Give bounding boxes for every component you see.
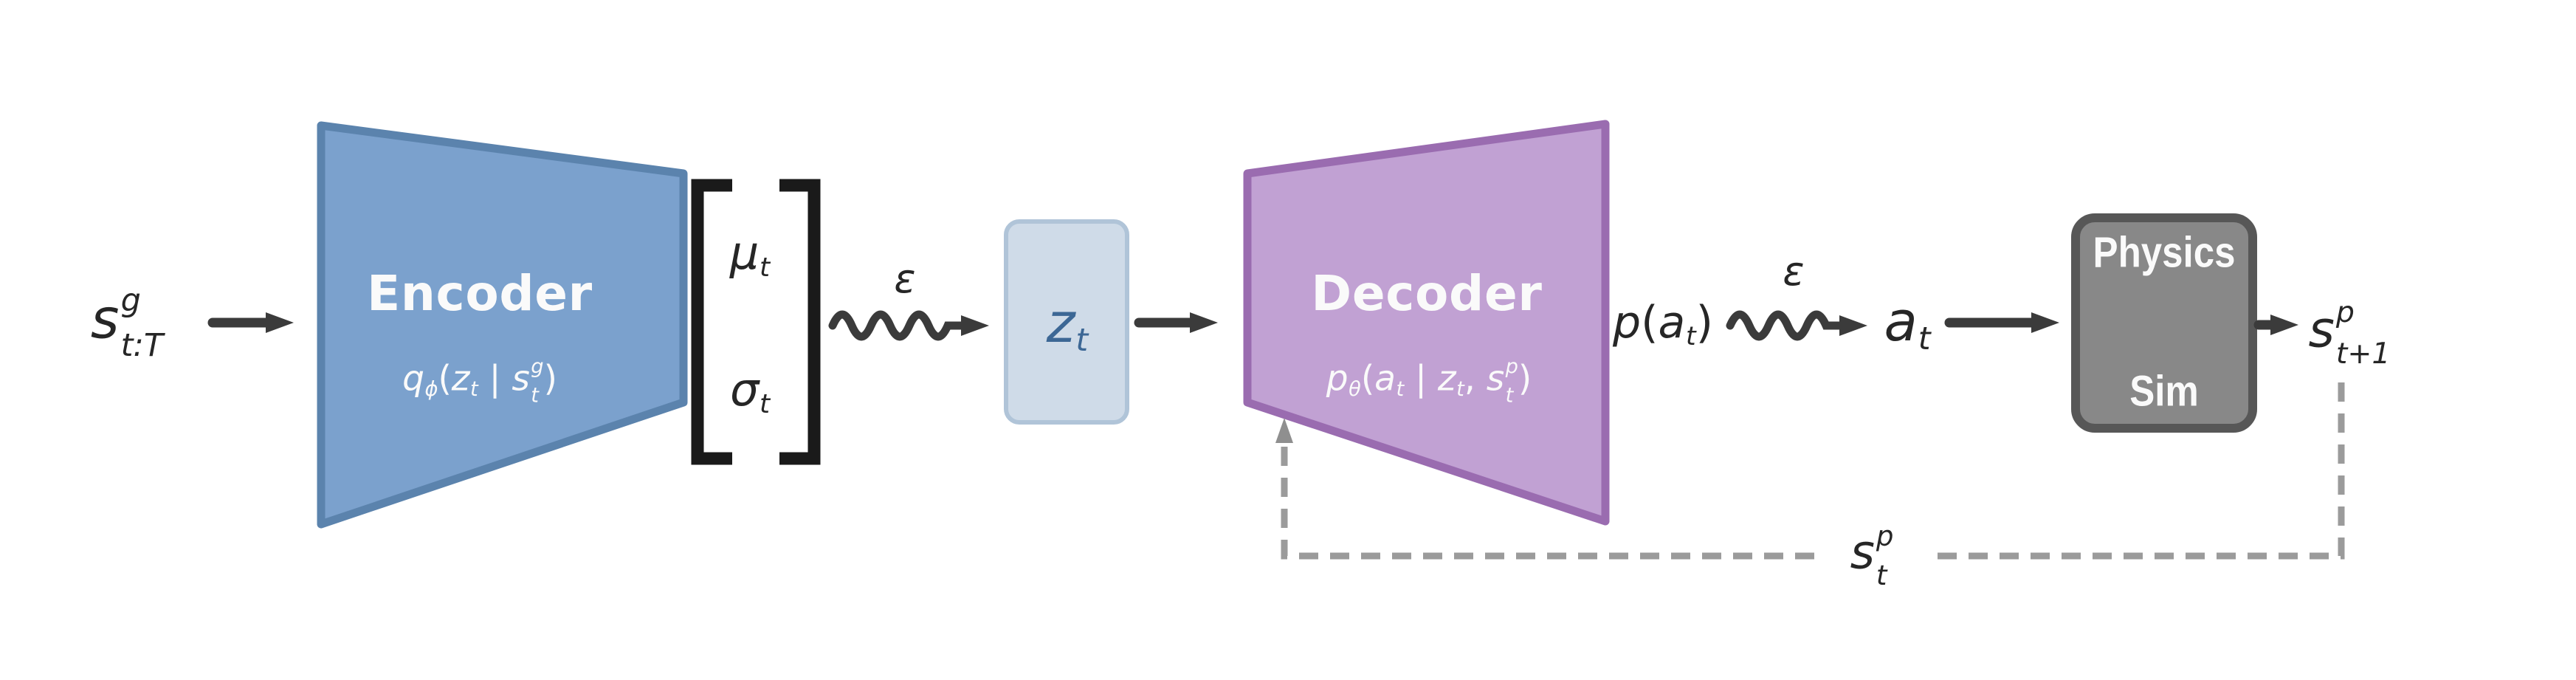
latent-box xyxy=(1004,219,1129,425)
decoder-title: Decoder xyxy=(1311,265,1543,322)
epsilon-noise-label-2: ε xyxy=(1783,248,1805,295)
latent-z-label: zt xyxy=(1046,292,1089,360)
physics-sim-box xyxy=(2071,213,2257,433)
sigma-label: σt xyxy=(729,363,771,420)
physics-sim-line1: Physics xyxy=(2093,228,2236,277)
reparam-wavy-arrow xyxy=(828,310,989,341)
feedback-dashed-left xyxy=(1275,418,1814,560)
action-label: at xyxy=(1884,290,1931,358)
encoder-trapezoid xyxy=(317,121,688,529)
action-distribution-label: p(at) xyxy=(1612,297,1714,351)
physics-sim-line2: Sim xyxy=(2129,367,2199,416)
action-sample-wavy-arrow xyxy=(1726,310,1867,341)
bracket-right xyxy=(779,179,821,465)
physics-sim-label: Physics Sim xyxy=(2093,138,2236,508)
epsilon-noise-label-1: ε xyxy=(894,255,916,302)
feedback-dashed-right xyxy=(1931,382,2345,560)
decoder-trapezoid xyxy=(1243,120,1610,526)
mu-label: μt xyxy=(729,226,771,284)
encoder-title: Encoder xyxy=(367,265,593,322)
bracket-left xyxy=(691,179,732,465)
